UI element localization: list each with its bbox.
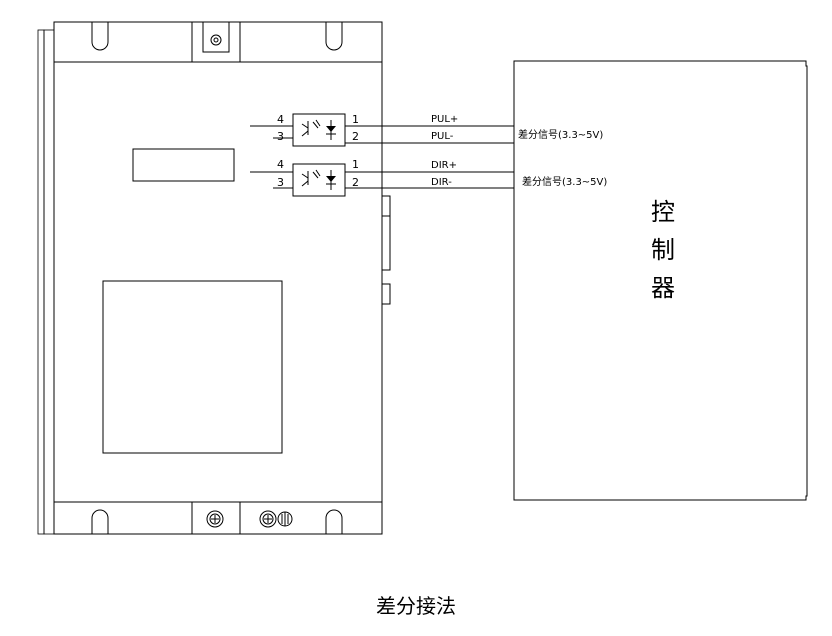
- side-connector-lower: [381, 283, 391, 305]
- side-connector-body: [381, 215, 391, 271]
- controller-input-label-2: 差分信号(3.3~5V): [522, 175, 607, 188]
- controller-input-label-1: 差分信号(3.3~5V): [518, 128, 603, 141]
- pin-3-label: 3: [277, 176, 284, 189]
- signal-label-dir-minus: DIR-: [431, 177, 452, 188]
- top-center-bracket: [202, 22, 230, 53]
- bottom-slot-right: [325, 509, 343, 534]
- led-icon: [326, 170, 336, 190]
- ground-screw-icon-2: [259, 510, 277, 528]
- top-mount-hole-inner: [213, 37, 219, 43]
- top-slot-left: [91, 22, 109, 51]
- pin-3-label: 3: [277, 130, 284, 143]
- pin-2-label: 2: [352, 176, 359, 189]
- controller-title-char-1: 控: [651, 198, 675, 226]
- optocoupler-box: [292, 163, 346, 197]
- signal-label-pul-plus: PUL+: [431, 114, 458, 125]
- diagram-caption: 差分接法: [376, 594, 456, 618]
- optocoupler-box: [292, 113, 346, 147]
- pin-4-label: 4: [277, 158, 284, 171]
- pin-1-label: 1: [352, 158, 359, 171]
- driver-bottom-plate: [53, 501, 383, 535]
- driver-unit: [37, 21, 391, 535]
- label-area: [102, 280, 283, 454]
- optocoupler-channel-dir: 4 3 1 2: [250, 158, 420, 197]
- controller-box: [513, 60, 808, 501]
- driver-left-rail: [37, 29, 45, 535]
- controller-title-char-3: 器: [651, 274, 675, 302]
- driver-top-plate: [53, 21, 383, 63]
- ground-terminal-block: [191, 501, 241, 535]
- ground-screw-icon: [206, 510, 224, 528]
- display-window: [132, 148, 235, 182]
- pin-1-label: 1: [352, 113, 359, 126]
- led-icon: [326, 120, 336, 140]
- controller-title-char-2: 制: [651, 236, 675, 264]
- signal-label-dir-plus: DIR+: [431, 160, 457, 171]
- signal-wires: PUL+ PUL- DIR+ DIR-: [345, 114, 514, 189]
- pin-4-label: 4: [277, 113, 284, 126]
- top-mount-hole: [210, 34, 222, 46]
- pin-2-label: 2: [352, 130, 359, 143]
- bottom-slot-left: [91, 509, 109, 534]
- top-slot-right: [325, 22, 343, 51]
- phototransistor-icon: [301, 119, 321, 137]
- optocoupler-channel-pul: 4 3 1 2: [250, 113, 420, 147]
- signal-label-pul-minus: PUL-: [431, 131, 454, 142]
- phototransistor-icon: [301, 169, 321, 187]
- driver-left-rail-inner: [43, 29, 55, 535]
- side-connector-upper: [381, 195, 391, 217]
- earth-ground-icon: [277, 511, 293, 527]
- controller-unit: 差分信号(3.3~5V) 差分信号(3.3~5V) 控 制 器: [513, 60, 808, 501]
